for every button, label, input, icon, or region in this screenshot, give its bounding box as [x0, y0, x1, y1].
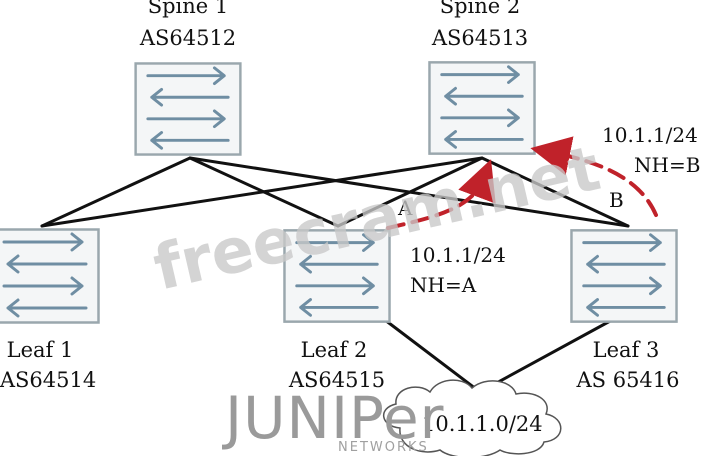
- link-a-label: A: [397, 196, 413, 220]
- link-spine2-leaf3: [480, 156, 630, 228]
- link-b-label: B: [609, 188, 624, 212]
- route-b-prefix: 10.1.1/24: [602, 123, 698, 147]
- route-a-nexthop: NH=A: [410, 273, 477, 297]
- spine-2-as: AS64513: [431, 26, 528, 50]
- spine-2-name: Spine 2: [440, 0, 521, 18]
- spine-1-as: AS64512: [139, 26, 236, 50]
- spine-1-name: Spine 1: [148, 0, 229, 18]
- route-b-nexthop: NH=B: [634, 153, 700, 177]
- link-leaf2-subnet: [383, 318, 482, 394]
- leaf-3-as: AS 65416: [575, 368, 679, 392]
- leaf-3-switch[interactable]: [570, 228, 678, 324]
- leaf-1-switch[interactable]: [0, 228, 100, 324]
- link-leaf3-subnet: [478, 318, 614, 394]
- links: [40, 156, 630, 394]
- link-spine1-leaf1: [40, 156, 192, 228]
- route-arrow-a: [386, 159, 496, 230]
- link-spine2-leaf1: [40, 156, 484, 228]
- leaf-2-as: AS64515: [288, 368, 385, 392]
- leaf-2-name: Leaf 2: [301, 338, 368, 362]
- leaf-1-as: AS64514: [0, 368, 96, 392]
- leaf-1-name: Leaf 1: [7, 338, 74, 362]
- juniper-logo-subtext: NETWORKS: [338, 440, 429, 455]
- route-arrows: [386, 136, 658, 230]
- subnet-cloud: 10.1.1.0/24: [383, 379, 562, 456]
- spine-1-switch[interactable]: [134, 62, 242, 156]
- subnet-label: 10.1.1.0/24: [422, 412, 543, 436]
- spine-2-switch[interactable]: [428, 60, 536, 156]
- juniper-logo-text: JUNIPer: [222, 384, 445, 452]
- leaf-3-name: Leaf 3: [593, 338, 660, 362]
- route-arrow-b: [530, 136, 658, 217]
- link-spine2-leaf2: [336, 156, 484, 228]
- route-a-prefix: 10.1.1/24: [410, 243, 506, 267]
